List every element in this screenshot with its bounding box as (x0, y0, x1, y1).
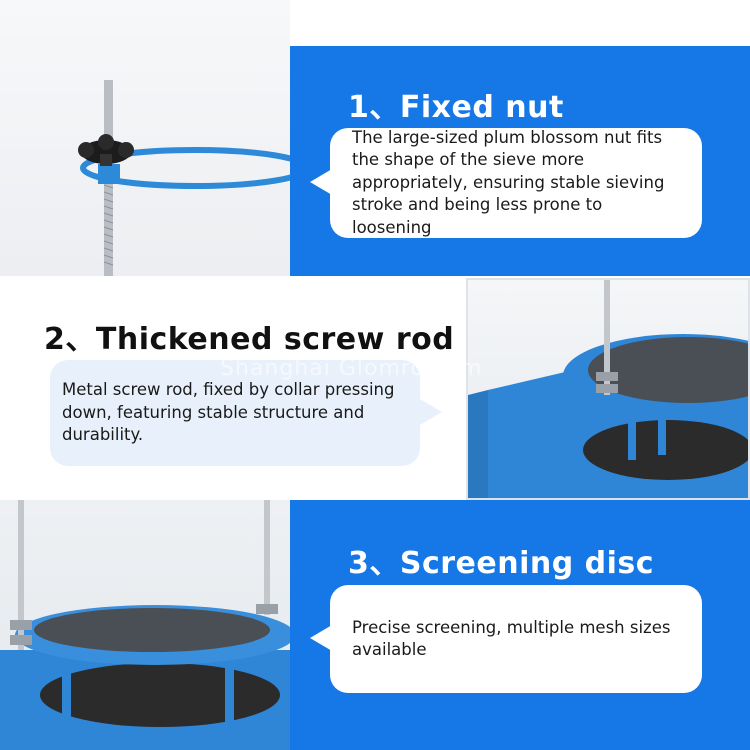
screening-disc-heading: 3、Screening disc (348, 546, 655, 581)
screening-disc-illustration (0, 500, 290, 750)
screw-rod-heading: 2、Thickened screw rod (44, 322, 455, 357)
screening-disc-photo (0, 500, 290, 750)
fixed-nut-callout: The large-sized plum blossom nut fits th… (330, 128, 702, 238)
fixed-nut-illustration (78, 80, 290, 276)
fixed-nut-callout-pointer (310, 169, 332, 195)
screw-rod-illustration (468, 280, 748, 498)
watermark: Shanghai Glomro.com (220, 356, 483, 381)
screw-rod-description: Metal screw rod, fixed by collar pressin… (62, 380, 395, 445)
fixed-nut-description: The large-sized plum blossom nut fits th… (352, 127, 665, 237)
screening-disc-callout: Precise screening, multiple mesh sizes a… (330, 585, 702, 693)
screw-rod-callout-pointer (420, 399, 442, 425)
fixed-nut-heading: 1、Fixed nut (348, 90, 564, 125)
screw-rod-photo (466, 278, 750, 500)
screw-rod-callout: Metal screw rod, fixed by collar pressin… (50, 360, 420, 466)
fixed-nut-photo (0, 0, 290, 276)
screening-disc-description: Precise screening, multiple mesh sizes a… (352, 617, 671, 660)
screening-disc-callout-pointer (310, 625, 332, 651)
